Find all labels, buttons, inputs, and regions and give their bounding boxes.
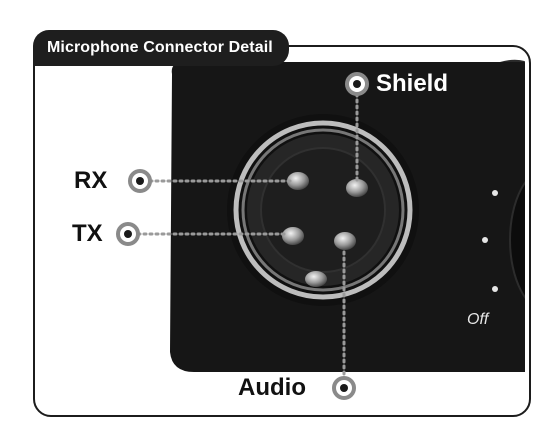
callout-marker-tx	[116, 222, 140, 246]
label-audio: Audio	[238, 374, 306, 401]
callout-marker-shield	[345, 72, 369, 96]
pin-audio	[334, 232, 356, 250]
callout-marker-rx	[128, 169, 152, 193]
diagram-title: Microphone Connector Detail	[33, 30, 289, 66]
pin-shield	[346, 179, 368, 197]
pin-bottom	[305, 271, 327, 287]
label-tx: TX	[72, 220, 103, 247]
indicator-dot	[492, 286, 498, 292]
callout-marker-audio	[332, 376, 356, 400]
pin-rx	[287, 172, 309, 190]
switch-off-label: Off	[467, 311, 489, 328]
indicator-dot	[482, 237, 488, 243]
label-shield: Shield	[376, 70, 449, 97]
pin-tx	[282, 227, 304, 245]
indicator-dot	[492, 190, 498, 196]
knob	[509, 167, 525, 313]
connector-socket	[227, 114, 419, 306]
label-rx: RX	[74, 167, 108, 194]
